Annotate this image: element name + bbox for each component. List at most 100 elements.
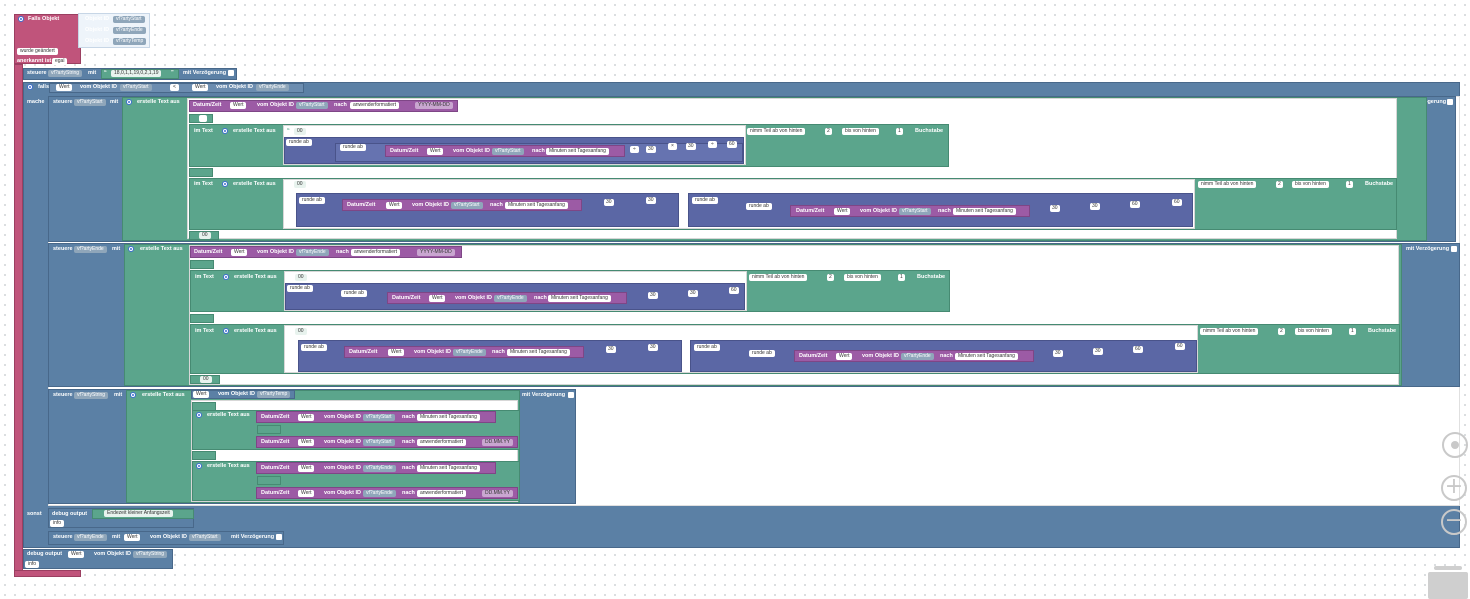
var-dropdown[interactable]: vf?artyString: [74, 392, 109, 399]
wert-dropdown[interactable]: Wert: [68, 551, 85, 558]
id-dropdown[interactable]: vf?artyEnde: [363, 490, 396, 497]
id-dropdown[interactable]: vf?artyString: [133, 551, 168, 558]
id-dropdown[interactable]: vf?artyEnde: [453, 349, 486, 356]
wert-dropdown[interactable]: Wert: [298, 465, 315, 472]
op-dropdown[interactable]: ÷: [630, 146, 639, 153]
wert-dropdown[interactable]: Wert: [834, 208, 851, 215]
level-dropdown[interactable]: info: [50, 520, 65, 527]
empty-text[interactable]: [189, 168, 213, 177]
format-dropdown[interactable]: anwenderformatiert: [417, 490, 467, 497]
trash-icon[interactable]: [1428, 566, 1468, 599]
bis-dropdown[interactable]: bis von hinten: [844, 274, 881, 281]
wert-dropdown[interactable]: Wert: [298, 490, 315, 497]
number-field[interactable]: 1: [1346, 181, 1353, 188]
round-dropdown[interactable]: runde ab: [692, 197, 718, 204]
wert-dropdown[interactable]: Wert: [298, 439, 315, 446]
gear-icon[interactable]: [126, 99, 132, 105]
empty-text[interactable]: [257, 425, 281, 434]
number-field[interactable]: 30: [1050, 205, 1060, 212]
text-00[interactable]: 00: [200, 376, 212, 383]
number-field[interactable]: 30: [1090, 203, 1100, 210]
id-dropdown[interactable]: vf?artyStart: [899, 208, 931, 215]
format-text[interactable]: DD.MM.YY: [482, 439, 513, 446]
op-dropdown[interactable]: ÷: [708, 141, 717, 148]
delay-checkbox[interactable]: [228, 70, 234, 76]
number-field[interactable]: 30: [648, 292, 658, 299]
delay-checkbox[interactable]: [1451, 246, 1457, 252]
wert-dropdown[interactable]: Wert: [231, 249, 248, 256]
empty-text[interactable]: [190, 314, 214, 323]
round-dropdown[interactable]: runde ab: [749, 350, 775, 357]
round-dropdown[interactable]: runde ab: [301, 344, 327, 351]
text-00[interactable]: 00: [295, 328, 307, 335]
text-00[interactable]: 00: [199, 232, 211, 239]
minutes-dropdown[interactable]: Minuten seit Tagesanfang: [505, 202, 568, 209]
right-id-dropdown[interactable]: vf?artyEnde: [256, 84, 289, 91]
text-00[interactable]: 00: [294, 128, 306, 135]
set-ende-else[interactable]: [48, 531, 284, 545]
wert-dropdown[interactable]: Wert: [192, 84, 209, 91]
var-dropdown[interactable]: vf?artyEnde: [74, 534, 107, 541]
wert-dropdown[interactable]: Wert: [298, 414, 315, 421]
temp-value-block[interactable]: [191, 390, 295, 399]
text-00[interactable]: 00: [295, 274, 307, 281]
number-field[interactable]: 60: [1130, 201, 1140, 208]
minutes-dropdown[interactable]: Minuten seit Tagesanfang: [546, 148, 609, 155]
number-field[interactable]: 30: [646, 146, 656, 153]
debug-message[interactable]: Endezeit kleiner Anfangszeit: [104, 510, 173, 517]
op-dropdown[interactable]: <: [170, 84, 179, 91]
round-dropdown[interactable]: runde ab: [286, 139, 312, 146]
format-text[interactable]: DD.MM.YY: [482, 490, 513, 497]
round-dropdown[interactable]: runde ab: [341, 290, 367, 297]
number-field[interactable]: 30: [646, 197, 656, 204]
minutes-dropdown[interactable]: Minuten seit Tagesanfang: [417, 465, 480, 472]
trigger-block[interactable]: [14, 14, 81, 64]
wert-dropdown[interactable]: Wert: [230, 102, 247, 109]
format-dropdown[interactable]: anwenderformatiert: [417, 439, 467, 446]
number-field[interactable]: 60: [1175, 343, 1185, 350]
minutes-dropdown[interactable]: Minuten seit Tagesanfang: [507, 349, 570, 356]
ack-dropdown[interactable]: egal: [52, 58, 68, 65]
zoom-in-icon[interactable]: +: [1441, 475, 1467, 501]
id-dropdown[interactable]: vf?artyEnde: [901, 353, 934, 360]
trigger-id-temp[interactable]: vf?artyTemp: [113, 38, 147, 45]
var-dropdown[interactable]: vf?artyEnde: [74, 246, 107, 253]
var-dropdown[interactable]: vf?artyString: [48, 70, 83, 77]
minutes-dropdown[interactable]: Minuten seit Tagesanfang: [955, 353, 1018, 360]
gear-icon[interactable]: [130, 392, 136, 398]
id-dropdown[interactable]: vf?artyStart: [451, 202, 483, 209]
id-dropdown[interactable]: vf?artyEnde: [363, 465, 396, 472]
wert-dropdown[interactable]: Wert: [193, 391, 210, 398]
wert-dropdown[interactable]: Wert: [386, 202, 403, 209]
gear-icon[interactable]: [18, 16, 24, 22]
var-dropdown[interactable]: vf?artyStart: [74, 99, 106, 106]
number-field[interactable]: 30: [1093, 348, 1103, 355]
gear-icon[interactable]: [27, 84, 33, 90]
wert-dropdown[interactable]: Wert: [836, 353, 853, 360]
number-field[interactable]: 2: [825, 128, 832, 135]
number-field[interactable]: 2: [1276, 181, 1283, 188]
empty-text[interactable]: [257, 476, 281, 485]
number-field[interactable]: 60: [729, 287, 739, 294]
id-dropdown[interactable]: vf?artyStart: [363, 414, 395, 421]
wert-dropdown[interactable]: Wert: [124, 534, 141, 541]
number-field[interactable]: 2: [1278, 328, 1285, 335]
gear-icon[interactable]: [196, 463, 202, 469]
op-dropdown[interactable]: ×: [668, 143, 677, 150]
delay-checkbox[interactable]: [1447, 99, 1453, 105]
id-dropdown[interactable]: vf?artyStart: [189, 534, 221, 541]
nimm-dropdown[interactable]: nimm Teil ab von hinten: [747, 128, 806, 135]
delay-checkbox[interactable]: [276, 534, 282, 540]
number-field[interactable]: 30: [604, 199, 614, 206]
number-field[interactable]: 60: [1172, 199, 1182, 206]
bis-dropdown[interactable]: bis von hinten: [1292, 181, 1329, 188]
gear-icon[interactable]: [223, 274, 229, 280]
round-dropdown[interactable]: runde ab: [287, 285, 313, 292]
left-id-dropdown[interactable]: vf?artyStart: [120, 84, 152, 91]
format-dropdown[interactable]: anwenderformatiert: [350, 102, 400, 109]
number-field[interactable]: 30: [606, 346, 616, 353]
zoom-out-icon[interactable]: −: [1441, 509, 1467, 535]
text-00[interactable]: 00: [294, 181, 306, 188]
nimm-dropdown[interactable]: nimm Teil ab von hinten: [1200, 328, 1259, 335]
wert-dropdown[interactable]: Wert: [427, 148, 444, 155]
